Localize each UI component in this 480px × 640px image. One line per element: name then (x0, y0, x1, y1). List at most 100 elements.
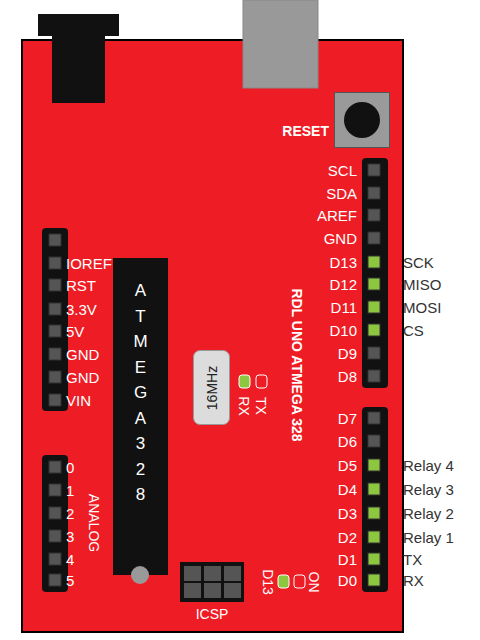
pin (49, 371, 61, 383)
pin-name: 4 (66, 552, 74, 567)
chip-label: ATMEGA 328 (132, 278, 149, 508)
pin-name: AREF (317, 208, 357, 223)
pin (49, 303, 61, 315)
chip: ATMEGA 328 (113, 258, 168, 575)
crystal-label: 16MHz (204, 365, 220, 409)
pin (49, 574, 61, 586)
pin-name: 1 (66, 483, 74, 498)
pin-name: D8 (338, 369, 357, 384)
pin-name: D7 (338, 411, 357, 426)
pin-header (42, 455, 68, 592)
pin (368, 347, 380, 359)
header-label: ANALOG (87, 494, 101, 552)
pin (368, 187, 380, 199)
pin (368, 483, 380, 495)
led-label: ON (307, 572, 321, 593)
pin (49, 507, 61, 519)
pin-name: D3 (338, 506, 357, 521)
pin (184, 583, 201, 598)
pin (49, 394, 61, 406)
pin-name: 5V (66, 324, 84, 339)
pin-name: D11 (331, 300, 357, 315)
power-jack-top (38, 14, 119, 36)
pin-name: IOREF (66, 256, 112, 271)
pin (368, 301, 380, 313)
led (278, 575, 289, 588)
pin (368, 459, 380, 471)
pin (368, 164, 380, 176)
pin (49, 484, 61, 496)
pin (368, 370, 380, 382)
pin-name: D12 (329, 277, 357, 292)
board-outline (22, 40, 403, 632)
pin (49, 530, 61, 542)
pin-header (42, 228, 68, 411)
pin (49, 461, 61, 473)
pin (49, 257, 61, 269)
pin-name: D5 (338, 458, 357, 473)
signal-name: Relay 2 (403, 506, 454, 521)
signal-name: RX (403, 573, 424, 588)
signal-name: Relay 1 (403, 530, 454, 545)
led-label: D13 (261, 569, 275, 595)
pin (368, 278, 380, 290)
board-name: RDL UNO ATMEGA 328 (289, 288, 305, 441)
icsp-header: ICSP (180, 562, 244, 602)
pin-name: GND (66, 347, 99, 362)
pin (49, 279, 61, 291)
pin-name: GND (66, 370, 99, 385)
button-cap (344, 102, 380, 138)
pin-name: GND (324, 231, 357, 246)
chip-notch (131, 566, 149, 584)
pin-name: 3.3V (66, 302, 97, 317)
pin-name: 3 (66, 529, 74, 544)
pin-name: 2 (66, 506, 74, 521)
pin-name: SCL (328, 163, 357, 178)
pin-name: VIN (66, 393, 91, 408)
reset-button: RESET (334, 92, 390, 148)
pin-header (362, 407, 388, 592)
usb-port (243, 0, 318, 88)
pin (49, 234, 61, 246)
pin (204, 583, 221, 598)
pin (184, 566, 201, 581)
signal-name: MISO (403, 277, 441, 292)
pin (368, 553, 380, 565)
led (256, 375, 267, 388)
pin-header (362, 158, 388, 388)
signal-name: MOSI (403, 300, 441, 315)
pin (368, 209, 380, 221)
pin (368, 412, 380, 424)
pin-name: D2 (338, 530, 357, 545)
header-label: ICSP (196, 606, 229, 622)
pin (368, 324, 380, 336)
pin-name: D13 (329, 255, 357, 270)
led-label: RX (237, 396, 251, 415)
pin-name: 5 (66, 573, 74, 588)
pin-name: D9 (338, 346, 357, 361)
pin (49, 348, 61, 360)
pin (368, 574, 380, 586)
pin-name: 0 (66, 460, 74, 475)
pin-name: D1 (338, 552, 357, 567)
pin (368, 232, 380, 244)
pin (368, 435, 380, 447)
pin-name: D4 (338, 482, 357, 497)
signal-name: SCK (403, 255, 434, 270)
pin-name: D0 (338, 573, 357, 588)
led-label: TX (254, 397, 268, 415)
led (239, 375, 250, 388)
signal-name: CS (403, 323, 424, 338)
pin-name: D10 (329, 323, 357, 338)
led (294, 575, 305, 588)
pin (49, 553, 61, 565)
pin (49, 325, 61, 337)
crystal: 16MHz (193, 350, 230, 425)
pin-name: SDA (326, 186, 357, 201)
signal-name: TX (403, 552, 422, 567)
signal-name: Relay 4 (403, 458, 454, 473)
pin (368, 507, 380, 519)
pin-name: D6 (338, 434, 357, 449)
signal-name: Relay 3 (403, 482, 454, 497)
pin (204, 566, 221, 581)
